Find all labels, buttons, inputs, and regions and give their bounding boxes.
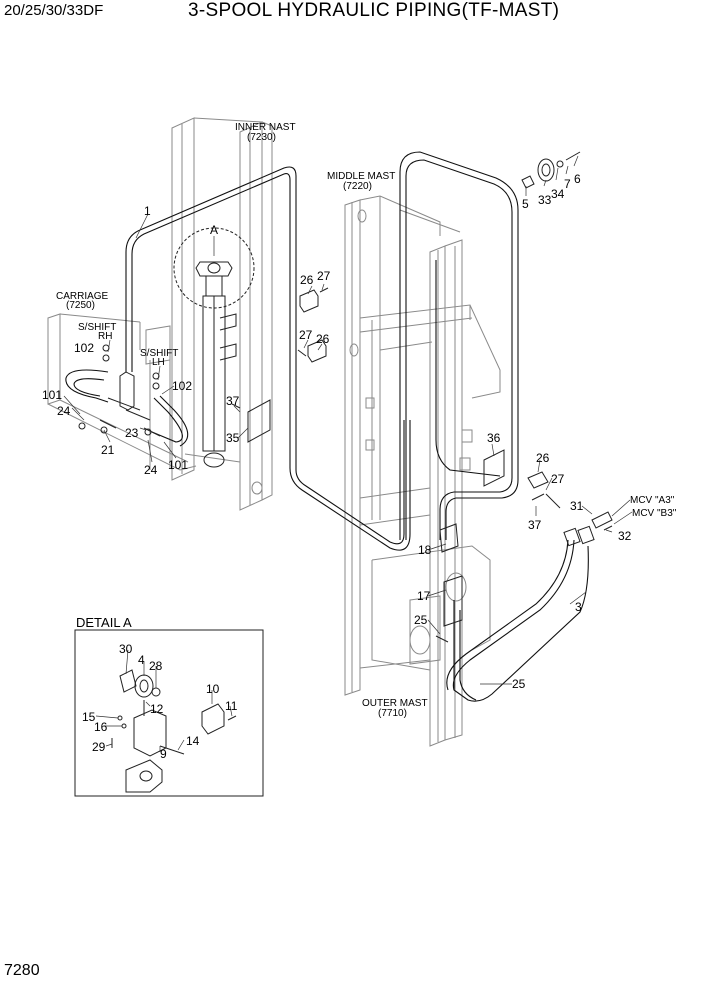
callout-26-right: 26 [536, 451, 550, 465]
sshift-lh-side: LH [152, 357, 165, 368]
sshift-rh-label: S/SHIFT [78, 322, 116, 333]
hose-middle-mast-loop [399, 151, 519, 540]
middle-mast-code: (7220) [343, 181, 372, 192]
detail-callout-16: 16 [94, 720, 108, 734]
callout-1: 1 [144, 204, 151, 218]
callout-27-middle: 27 [299, 328, 313, 342]
callout-23: 23 [125, 426, 139, 440]
outer-mast-label: OUTER MAST [362, 698, 428, 709]
callout-33: 33 [538, 193, 552, 207]
detail-a-box [74, 629, 264, 797]
callout-32: 32 [618, 529, 632, 543]
callout-101-right: 101 [168, 458, 188, 472]
middle-mast-label: MIDDLE MAST [327, 171, 395, 182]
callout-34: 34 [551, 187, 565, 201]
callout-35: 35 [226, 431, 240, 445]
callout-24-left: 24 [57, 404, 71, 418]
callout-5: 5 [522, 197, 529, 211]
carriage-outline [47, 313, 197, 471]
hose-1-inner-loop [125, 166, 411, 551]
callout-36: 36 [487, 431, 501, 445]
sshift-lh-label: S/SHIFT [140, 348, 178, 359]
callout-21: 21 [101, 443, 115, 457]
mcv-b3-label: MCV "B3" [632, 508, 677, 519]
carriage-side-shift-hoses [65, 344, 189, 447]
page-number: 7280 [4, 962, 40, 979]
callout-31: 31 [570, 499, 584, 513]
sshift-rh-side: RH [98, 331, 112, 342]
callout-numbers: 1 3 5 6 7 33 34 26 27 27 26 37 35 102 10… [42, 172, 632, 761]
callout-37-right: 37 [528, 518, 542, 532]
callout-7: 7 [564, 177, 571, 191]
callout-102-left: 102 [74, 341, 94, 355]
callout-102-right: 102 [172, 379, 192, 393]
callout-6: 6 [574, 172, 581, 186]
callout-25-lower: 25 [512, 677, 526, 691]
detail-callout-14: 14 [186, 734, 200, 748]
page-title: 3-SPOOL HYDRAULIC PIPING(TF-MAST) [188, 0, 560, 21]
detail-a-ref: A [210, 223, 218, 237]
callout-18: 18 [418, 543, 432, 557]
callout-3: 3 [575, 600, 582, 614]
detail-callout-11: 11 [225, 699, 238, 713]
callout-101-left: 101 [42, 388, 62, 402]
detail-callout-15: 15 [82, 710, 96, 724]
detail-callout-28: 28 [149, 659, 163, 673]
detail-a-title: DETAIL A [76, 615, 132, 630]
callout-25-upper: 25 [414, 613, 428, 627]
outer-mast-code: (7710) [378, 708, 407, 719]
inner-mast-label: INNER NAST [235, 122, 296, 133]
callout-24-right: 24 [144, 463, 158, 477]
callout-26-upper: 26 [300, 273, 314, 287]
detail-callout-29: 29 [92, 740, 106, 754]
mcv-a3-label: MCV "A3" [630, 495, 675, 506]
middle-outer-mast-outline [344, 195, 501, 747]
carriage-code: (7250) [66, 300, 95, 311]
inner-mast-outline [171, 117, 273, 511]
callout-27-upper: 27 [317, 269, 331, 283]
detail-callout-4: 4 [138, 653, 145, 667]
hose-3-to-mcv [446, 525, 595, 702]
carriage-label: CARRIAGE [56, 291, 109, 302]
assembly-labels: INNER NAST (7230) MIDDLE MAST (7220) CAR… [56, 122, 677, 719]
detail-callout-12: 12 [150, 702, 164, 716]
callout-17: 17 [417, 589, 431, 603]
callout-37-left: 37 [226, 394, 240, 408]
callout-26-middle: 26 [316, 332, 330, 346]
callout-27-right: 27 [551, 472, 565, 486]
lift-cylinder [173, 227, 255, 468]
clamps-and-brackets [231, 151, 613, 643]
detail-callout-10: 10 [206, 682, 220, 696]
inner-mast-code: (7230) [247, 132, 276, 143]
model-code: 20/25/30/33DF [4, 2, 104, 19]
callout-leaders [63, 155, 633, 685]
detail-callout-30: 30 [119, 642, 133, 656]
detail-callout-9: 9 [160, 747, 167, 761]
